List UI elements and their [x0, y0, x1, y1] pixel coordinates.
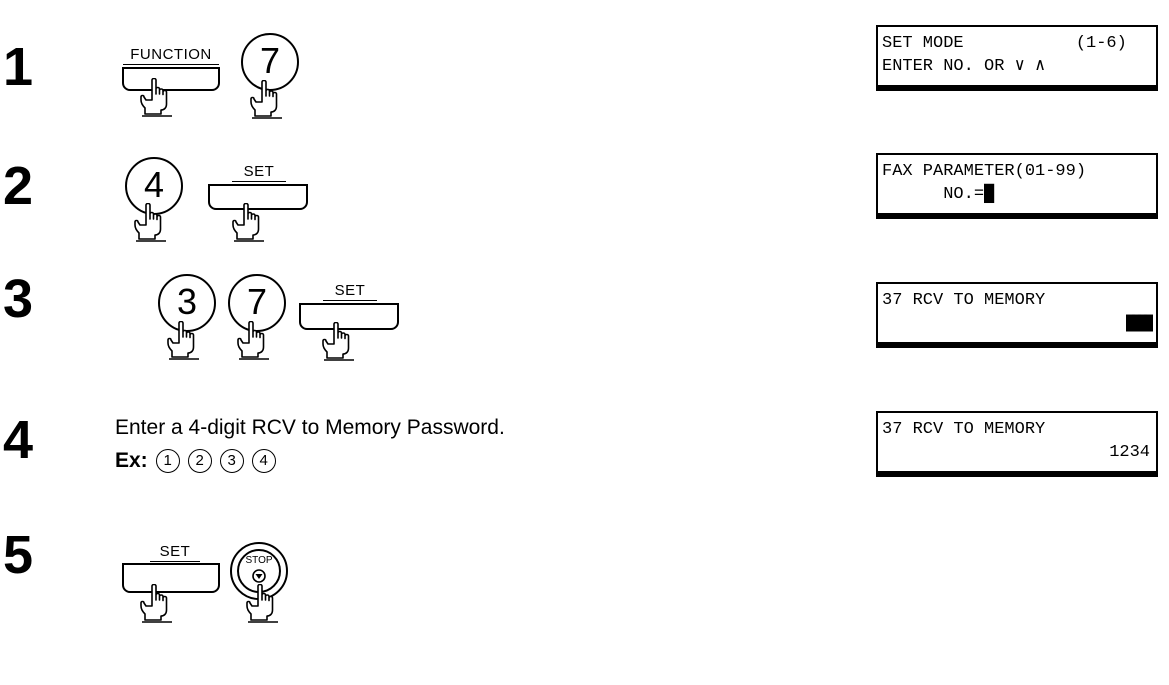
lcd-line-2: 1234	[1109, 443, 1150, 462]
set-key-label: SET	[323, 283, 377, 301]
keypad-4-label: 4	[143, 164, 165, 205]
lcd-display-step-3: 37 RCV TO MEMORY ████	[876, 282, 1158, 344]
example-label: Ex:	[115, 449, 148, 472]
lcd-line-2: ENTER NO. OR ∨ ∧	[882, 57, 1046, 76]
hand-press-icon	[167, 321, 201, 361]
keypad-3-label: 3	[176, 281, 198, 322]
hand-press-icon	[237, 321, 271, 361]
hand-press-icon	[134, 203, 168, 243]
set-key[interactable]	[122, 563, 220, 593]
step-2-number: 2	[3, 156, 34, 216]
lcd-line-1: SET MODE (1-6)	[882, 34, 1127, 53]
lcd-password-mask: ████	[1125, 315, 1153, 332]
keypad-7-button[interactable]: 7	[241, 33, 299, 91]
function-key-label: FUNCTION	[123, 47, 219, 65]
digit-1-icon: 1	[155, 449, 180, 474]
digit-4-icon: 4	[251, 449, 276, 474]
set-key[interactable]	[208, 184, 308, 210]
digit-2-icon: 2	[187, 449, 212, 474]
lcd-display-step-1: SET MODE (1-6) ENTER NO. OR ∨ ∧	[876, 25, 1158, 87]
hand-press-icon	[232, 203, 266, 243]
function-key[interactable]	[122, 67, 220, 91]
step-4-instruction: Enter a 4-digit RCV to Memory Password.	[115, 416, 505, 439]
set-key-label: SET	[150, 544, 200, 562]
keypad-7-label: 7	[259, 40, 281, 81]
set-key[interactable]	[299, 303, 399, 330]
set-key-label: SET	[232, 164, 286, 182]
keypad-4-button[interactable]: 4	[125, 157, 183, 215]
step-3-number: 3	[3, 269, 34, 329]
lcd-display-step-2: FAX PARAMETER(01-99) NO.=█	[876, 153, 1158, 215]
digit-3-icon: 3	[219, 449, 244, 474]
lcd-line-1: 37 RCV TO MEMORY	[882, 420, 1046, 439]
keypad-7-label: 7	[246, 281, 268, 322]
hand-press-icon	[246, 584, 280, 624]
hand-press-icon	[140, 78, 174, 118]
step-1-number: 1	[3, 37, 34, 97]
lcd-line-1: 37 RCV TO MEMORY	[882, 291, 1046, 310]
hand-press-icon	[322, 322, 356, 362]
lcd-line-2: NO.=█	[882, 185, 995, 204]
step-5-number: 5	[3, 525, 34, 585]
stop-symbol-icon	[252, 569, 266, 583]
step-4-number: 4	[3, 410, 34, 470]
hand-press-icon	[140, 584, 174, 624]
hand-press-icon	[250, 80, 284, 120]
stop-label: STOP	[245, 555, 273, 566]
lcd-line-1: FAX PARAMETER(01-99)	[882, 162, 1087, 181]
lcd-display-step-4: 37 RCV TO MEMORY 1234	[876, 411, 1158, 473]
